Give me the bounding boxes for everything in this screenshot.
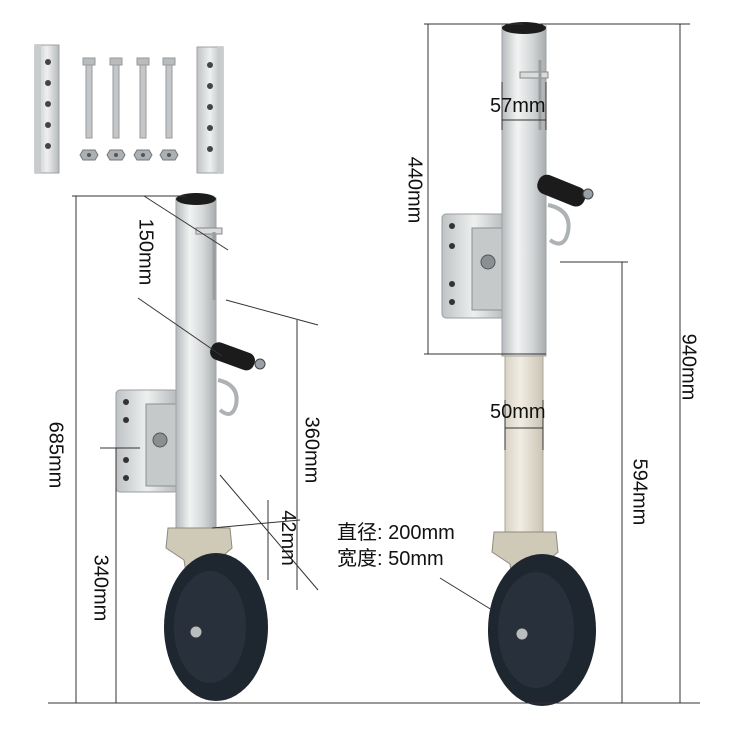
dim-label-50: 50mm: [490, 401, 546, 423]
mounting-plate-icon: [34, 44, 60, 174]
wheel-diameter: 直径: 200mm: [337, 522, 455, 544]
dim-label-685: 685mm: [44, 421, 67, 489]
nut-icon: [159, 149, 179, 161]
dim-label-57: 57mm: [490, 95, 546, 117]
wheel-spec: 直径: 200mm 宽度: 50mm: [337, 520, 455, 572]
hardware-kit: [34, 44, 224, 174]
bolt-icon: [109, 57, 123, 139]
bolt-icon: [82, 57, 96, 139]
dim-label-940: 940mm: [677, 333, 700, 401]
jack-icon: [441, 22, 596, 706]
wheel-icon: [164, 553, 268, 701]
dimension-lines: [48, 23, 700, 704]
wheel-width: 宽度: 50mm: [337, 548, 444, 570]
dim-label-42: 42mm: [276, 510, 299, 566]
nut-icon: [79, 149, 99, 161]
dim-label-440: 440mm: [403, 156, 426, 224]
nut-icon: [106, 149, 126, 161]
bolt-icon: [136, 57, 150, 139]
dim-label-340: 340mm: [89, 554, 112, 622]
dim-label-150: 150mm: [134, 218, 157, 286]
jack-icon: [115, 193, 268, 701]
bolt-icon: [162, 57, 176, 139]
dim-label-360: 360mm: [300, 416, 323, 484]
mounting-plate-icon: [196, 46, 224, 174]
wheel-icon: [488, 554, 596, 706]
dim-label-594: 594mm: [628, 458, 651, 526]
nut-icon: [133, 149, 153, 161]
